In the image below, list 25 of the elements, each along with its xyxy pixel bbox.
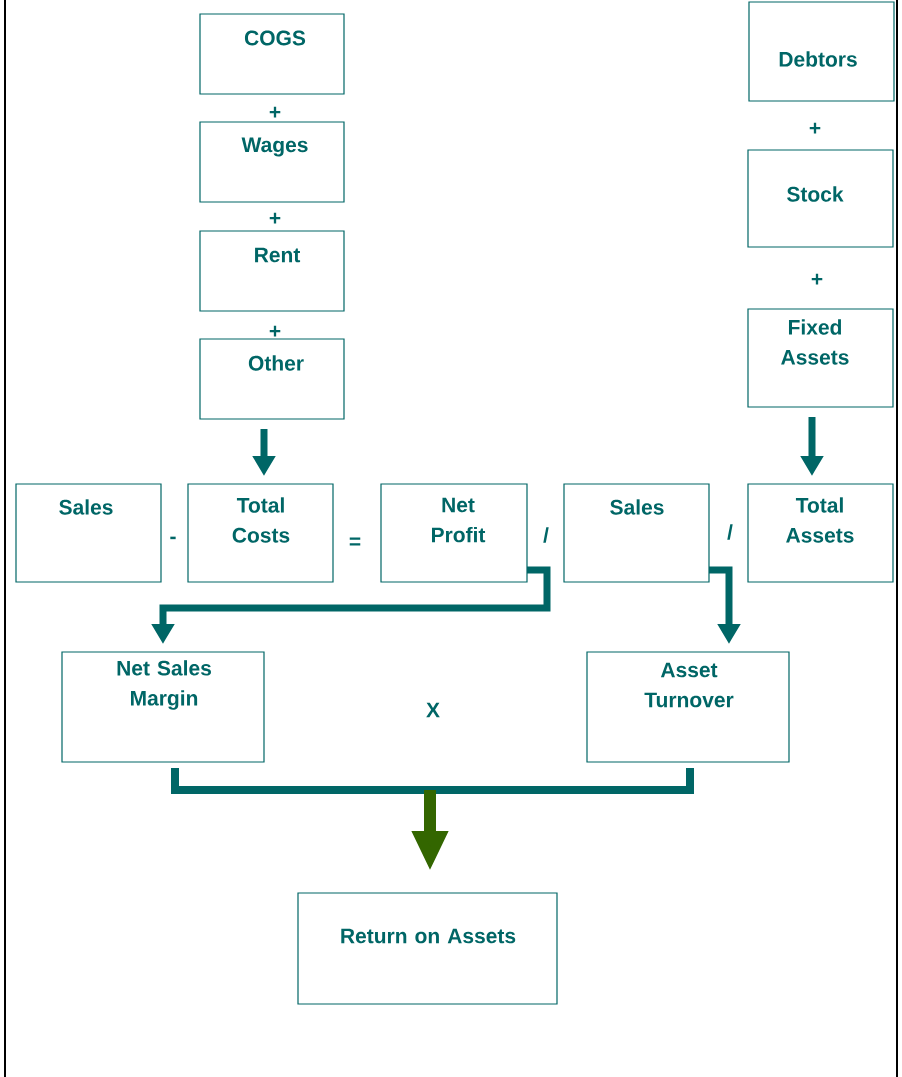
process-box: Return on Assets: [297, 892, 558, 1005]
process-box: Wages: [199, 121, 345, 203]
process-box: Total Costs: [187, 483, 334, 583]
process-box: Net Sales Margin: [61, 651, 265, 763]
operator-sign: +: [269, 212, 281, 224]
operator-sign: +: [811, 273, 823, 285]
process-box: Sales: [563, 483, 710, 583]
process-box: Asset Turnover: [586, 651, 790, 763]
operator-sign: /: [543, 527, 549, 543]
operator-sign: /: [727, 524, 733, 540]
process-box: Fixed Assets: [747, 308, 894, 408]
operator-sign: -: [170, 536, 176, 540]
process-box: Debtors: [748, 1, 895, 102]
operator-sign: +: [809, 122, 821, 134]
process-box: Sales: [15, 483, 162, 583]
operator-sign: +: [269, 106, 281, 118]
process-box: Net Profit: [380, 483, 528, 583]
operator-sign: =: [349, 537, 361, 546]
process-box: COGS: [199, 13, 345, 95]
operator-sign: X: [426, 702, 440, 718]
operator-sign: +: [269, 325, 281, 337]
process-box: Rent: [199, 230, 345, 312]
process-box: Total Assets: [747, 483, 894, 583]
process-box: Stock: [747, 149, 894, 248]
process-box: Other: [199, 338, 345, 420]
